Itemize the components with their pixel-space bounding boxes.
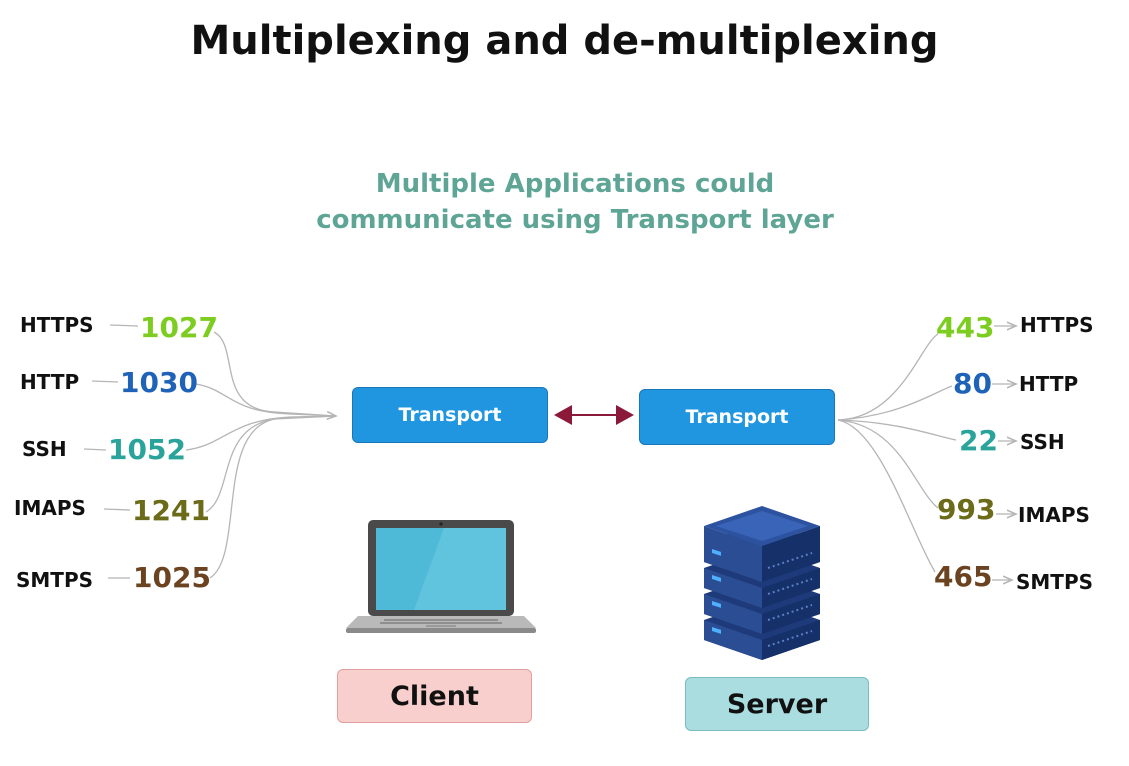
server-protocol-smtps: SMTPS (1016, 570, 1094, 594)
page-title: Multiplexing and de-multiplexing (190, 18, 939, 64)
server-port-smtps: 465 (934, 560, 993, 593)
laptop-icon (346, 520, 536, 633)
server-port-http: 80 (953, 367, 992, 400)
client-protocol-dashes (83, 324, 139, 579)
client-fan-lines (185, 331, 336, 579)
server-label: Server (685, 677, 869, 731)
subtitle: Multiple Applications could communicate … (280, 166, 870, 238)
subtitle-line-1: Multiple Applications could (375, 169, 775, 199)
client-port-imaps: 1241 (132, 494, 210, 527)
client-port-http: 1030 (120, 366, 198, 399)
server-protocol-arrows (992, 326, 1016, 580)
server-transport-box: Transport (639, 389, 835, 445)
client-protocol-https: HTTPS (20, 313, 94, 337)
client-protocol-smtps: SMTPS (16, 568, 94, 592)
server-port-https: 443 (936, 311, 995, 344)
server-protocol-https: HTTPS (1020, 313, 1094, 337)
server-port-imaps: 993 (937, 493, 996, 526)
subtitle-line-2: communicate using Transport layer (316, 205, 834, 235)
client-protocol-http: HTTP (20, 370, 80, 394)
client-transport-box: Transport (352, 387, 548, 443)
client-port-smtps: 1025 (133, 561, 211, 594)
client-protocol-imaps: IMAPS (14, 496, 86, 520)
server-protocol-imaps: IMAPS (1018, 503, 1090, 527)
client-label: Client (337, 669, 532, 723)
server-stack-icon (704, 506, 820, 660)
client-protocol-ssh: SSH (22, 437, 67, 461)
server-port-ssh: 22 (959, 424, 998, 457)
server-fan-lines (837, 333, 957, 573)
server-protocol-http: HTTP (1019, 372, 1079, 396)
client-port-ssh: 1052 (108, 433, 186, 466)
client-port-https: 1027 (140, 311, 218, 344)
server-protocol-ssh: SSH (1020, 430, 1065, 454)
